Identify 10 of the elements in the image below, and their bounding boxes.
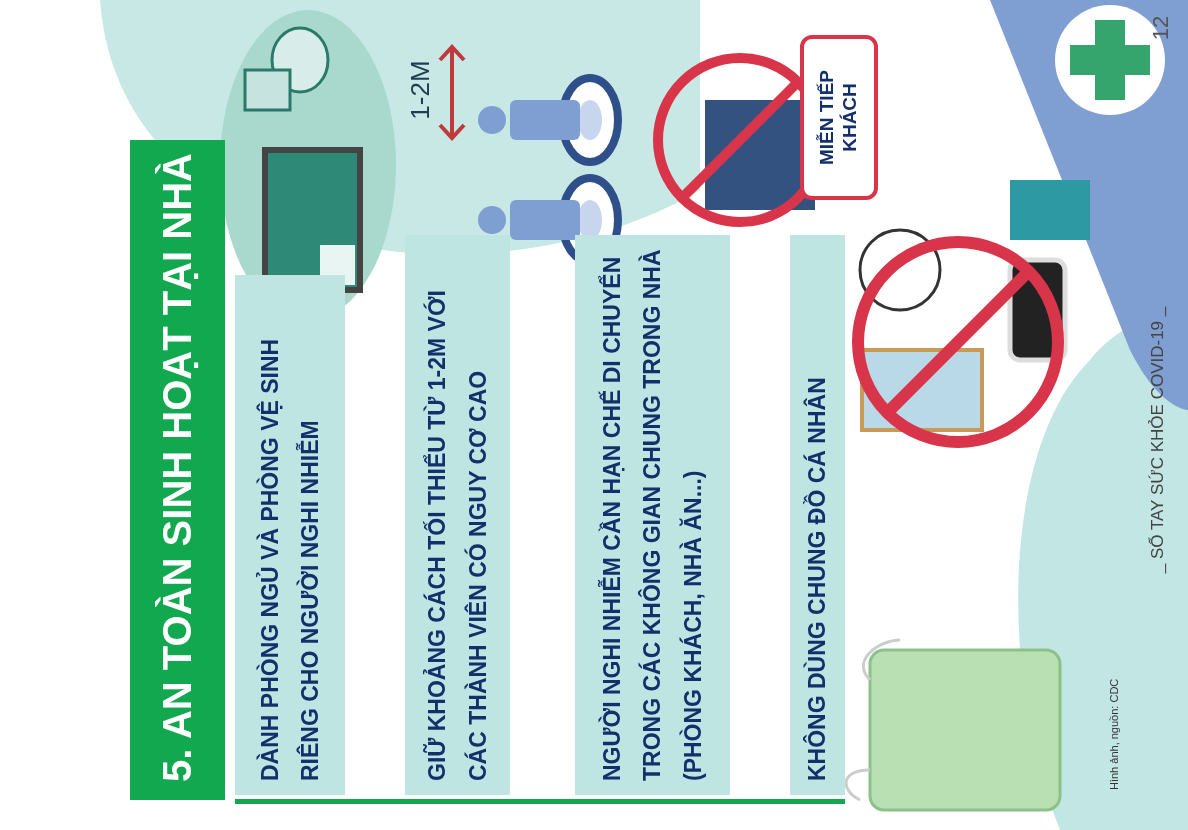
title-banner: 5. AN TOÀN SINH HOẠT TẠI NHÀ bbox=[130, 140, 225, 800]
footer-text: _ SỔ TAY SỨC KHỎE COVID-19 _ bbox=[1148, 305, 1168, 576]
distance-label: 1-2M bbox=[405, 59, 436, 122]
instruction-panel: KHÔNG DÙNG CHUNG ĐỒ CÁ NHÂN bbox=[790, 235, 845, 795]
instruction-panel: DÀNH PHÒNG NGỦ VÀ PHÒNG VỆ SINH RIÊNG CHO NGƯỜI NGHI NHIỄM bbox=[235, 275, 345, 795]
page-number: 12 bbox=[1148, 14, 1174, 43]
instruction-panel: GIỮ KHOẢNG CÁCH TỐI THIỂU TỪ 1-2M VỚI CÁC THÀNH VIÊN CÓ NGUY CƠ CAO bbox=[405, 235, 510, 795]
instruction-panel: NGƯỜI NGHI NHIỄM CẦN HẠN CHẾ DI CHUYỂN TRONG CÁC KHÔNG GIAN CHUNG TRONG NHÀ (PHÒNG KHÁCH, NHÀ ĂN...) bbox=[575, 235, 730, 795]
source-note: Hình ảnh, nguồn: CDC bbox=[1108, 677, 1121, 790]
sign-board: MIỄN TIẾP KHÁCH bbox=[800, 35, 878, 200]
